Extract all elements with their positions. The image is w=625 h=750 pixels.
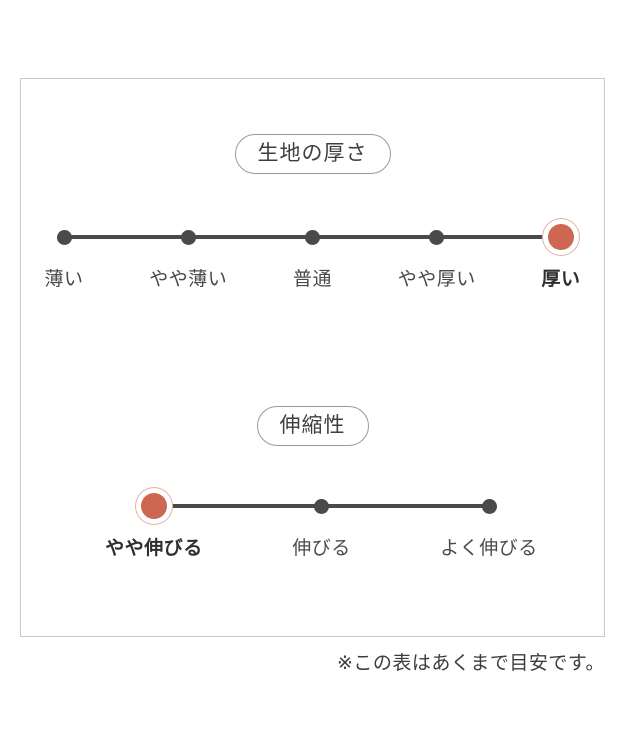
stretch-badge-row: 伸縮性 bbox=[21, 406, 604, 446]
thickness-label-3: やや厚い bbox=[397, 269, 476, 290]
thickness-dot-0[interactable] bbox=[56, 229, 72, 245]
thickness-label-1: やや薄い bbox=[149, 269, 228, 290]
thickness-badge-row: 生地の厚さ bbox=[21, 134, 604, 174]
thickness-label-0: 薄い bbox=[44, 269, 84, 290]
stretch-label-row: やや伸びる 伸びる よく伸びる bbox=[21, 538, 604, 568]
thickness-badge-label: 生地の厚さ bbox=[234, 134, 391, 174]
thickness-label-2: 普通 bbox=[292, 269, 333, 290]
stretch-dot-1[interactable] bbox=[314, 498, 329, 514]
stretch-dot-2[interactable] bbox=[481, 498, 497, 514]
thickness-scale bbox=[21, 214, 604, 260]
stretch-label-0: やや伸びる bbox=[105, 538, 203, 559]
stretch-label-1: 伸びる bbox=[292, 538, 351, 559]
thickness-dot-3[interactable] bbox=[429, 229, 445, 245]
stretch-dot-0-selected[interactable] bbox=[141, 493, 167, 519]
thickness-dot-2[interactable] bbox=[305, 229, 320, 245]
thickness-label-row: 薄い やや薄い 普通 やや厚い 厚い bbox=[21, 269, 604, 299]
stretch-badge-label: 伸縮性 bbox=[256, 406, 369, 446]
stretch-scale bbox=[21, 483, 604, 529]
thickness-dot-1[interactable] bbox=[180, 229, 196, 245]
stretch-label-2: よく伸びる bbox=[440, 538, 538, 559]
spec-chart-panel: 生地の厚さ 薄い やや薄い 普通 やや厚い 厚い 伸縮性 やや伸びる 伸びる よく伸びる bbox=[20, 78, 605, 637]
thickness-label-4: 厚い bbox=[541, 269, 581, 290]
footnote-text: ※この表はあくまで目安です。 bbox=[336, 653, 605, 674]
thickness-dot-4-selected[interactable] bbox=[548, 224, 574, 250]
